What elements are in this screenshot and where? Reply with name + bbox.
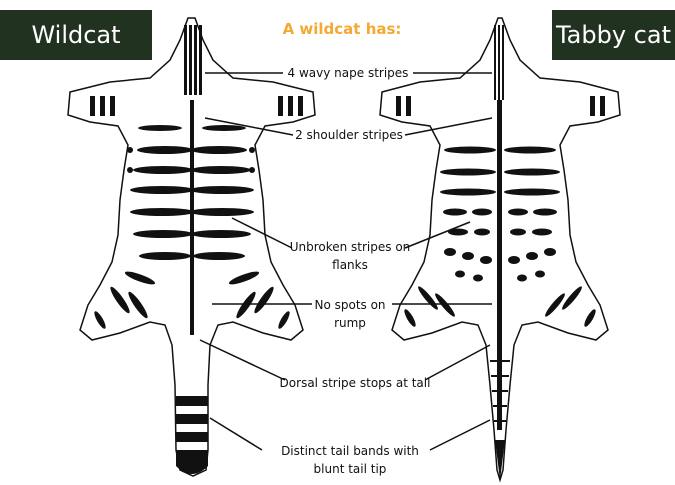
flank-stripe bbox=[139, 252, 191, 260]
flank-stripe bbox=[137, 146, 193, 154]
dorsal-stripe bbox=[190, 100, 194, 335]
broken-stripe bbox=[472, 209, 492, 216]
leg-band bbox=[100, 96, 105, 116]
flank-stripe bbox=[440, 189, 496, 196]
tail-band bbox=[176, 396, 208, 406]
broken-stripe bbox=[532, 229, 552, 236]
tail-band bbox=[176, 432, 208, 442]
tail-ring bbox=[490, 360, 510, 362]
tail-label-line1: Distinct tail bands with bbox=[265, 442, 435, 460]
leg-band bbox=[298, 96, 303, 116]
rump-spot bbox=[462, 252, 474, 260]
broken-stripe bbox=[443, 209, 467, 216]
broken-stripe bbox=[508, 209, 528, 216]
tail-label-line2: blunt tail tip bbox=[265, 460, 435, 478]
flank-stripe bbox=[504, 169, 560, 176]
flank-stripe bbox=[190, 186, 254, 194]
rump-spot bbox=[535, 271, 545, 278]
tail-ring bbox=[493, 405, 507, 407]
flank-stripe bbox=[444, 147, 496, 154]
flank-stripe bbox=[130, 208, 194, 216]
nape-stripe bbox=[494, 25, 496, 100]
rump-label-line2: rump bbox=[300, 314, 400, 332]
shoulder-label-text: 2 shoulder stripes bbox=[295, 128, 403, 142]
leg-band bbox=[288, 96, 293, 116]
nape-stripe bbox=[502, 25, 504, 100]
rump-spot bbox=[517, 275, 527, 282]
flank-stripe bbox=[130, 186, 194, 194]
nape-label-text: 4 wavy nape stripes bbox=[288, 66, 409, 80]
broken-stripe bbox=[510, 229, 526, 236]
shoulder-label: 2 shoulder stripes bbox=[293, 126, 405, 144]
nape-stripe bbox=[199, 25, 202, 95]
flank-stripe bbox=[190, 208, 254, 216]
leg-band bbox=[600, 96, 605, 116]
flanks-label-line1: Unbroken stripes on bbox=[285, 238, 415, 256]
flank-stripe bbox=[191, 146, 247, 154]
flank-stripe bbox=[440, 169, 496, 176]
flank-stripe bbox=[133, 230, 193, 238]
pointer-dorsal bbox=[200, 340, 285, 380]
broken-stripe bbox=[533, 209, 557, 216]
flank-stripe bbox=[504, 147, 556, 154]
leg-band bbox=[396, 96, 401, 116]
flank-stripe bbox=[191, 166, 251, 174]
tail-ring bbox=[494, 420, 506, 422]
rump-label: No spots on rump bbox=[300, 296, 400, 332]
side-mark bbox=[127, 147, 133, 153]
side-mark bbox=[249, 147, 255, 153]
leg-band bbox=[406, 96, 411, 116]
flanks-label-line2: flanks bbox=[285, 256, 415, 274]
leg-band bbox=[278, 96, 283, 116]
rump-spot bbox=[544, 248, 556, 256]
nape-stripe bbox=[184, 25, 187, 95]
side-mark bbox=[127, 167, 133, 173]
leg-band bbox=[90, 96, 95, 116]
shoulder-stripe bbox=[202, 125, 246, 131]
flank-stripe bbox=[133, 166, 193, 174]
tail-band bbox=[176, 414, 208, 424]
shoulder-stripe bbox=[138, 125, 182, 131]
leg-band bbox=[110, 96, 115, 116]
side-mark bbox=[249, 167, 255, 173]
rump-spot bbox=[444, 248, 456, 256]
tail-ring bbox=[491, 375, 509, 377]
dorsal-label-text: Dorsal stripe stops at tail bbox=[280, 376, 431, 390]
tail-label: Distinct tail bands with blunt tail tip bbox=[265, 442, 435, 478]
nape-stripe bbox=[194, 25, 197, 95]
dorsal-stripe bbox=[497, 100, 502, 430]
flanks-label: Unbroken stripes on flanks bbox=[285, 238, 415, 274]
pointer-tail bbox=[210, 418, 262, 450]
flank-stripe bbox=[191, 230, 251, 238]
rump-spot bbox=[455, 271, 465, 278]
leg-band bbox=[590, 96, 595, 116]
nape-stripe bbox=[498, 25, 500, 100]
nape-stripe bbox=[189, 25, 192, 95]
flank-stripe bbox=[504, 189, 560, 196]
rump-spot bbox=[480, 256, 492, 264]
flank-stripe bbox=[193, 252, 245, 260]
broken-stripe bbox=[474, 229, 490, 236]
rump-spot bbox=[526, 252, 538, 260]
pointer-tail-right bbox=[430, 420, 490, 450]
tail-ring bbox=[492, 390, 508, 392]
rump-spot bbox=[508, 256, 520, 264]
dorsal-label: Dorsal stripe stops at tail bbox=[275, 374, 435, 392]
rump-label-line1: No spots on bbox=[300, 296, 400, 314]
rump-spot bbox=[473, 275, 483, 282]
nape-label: 4 wavy nape stripes bbox=[283, 64, 413, 82]
